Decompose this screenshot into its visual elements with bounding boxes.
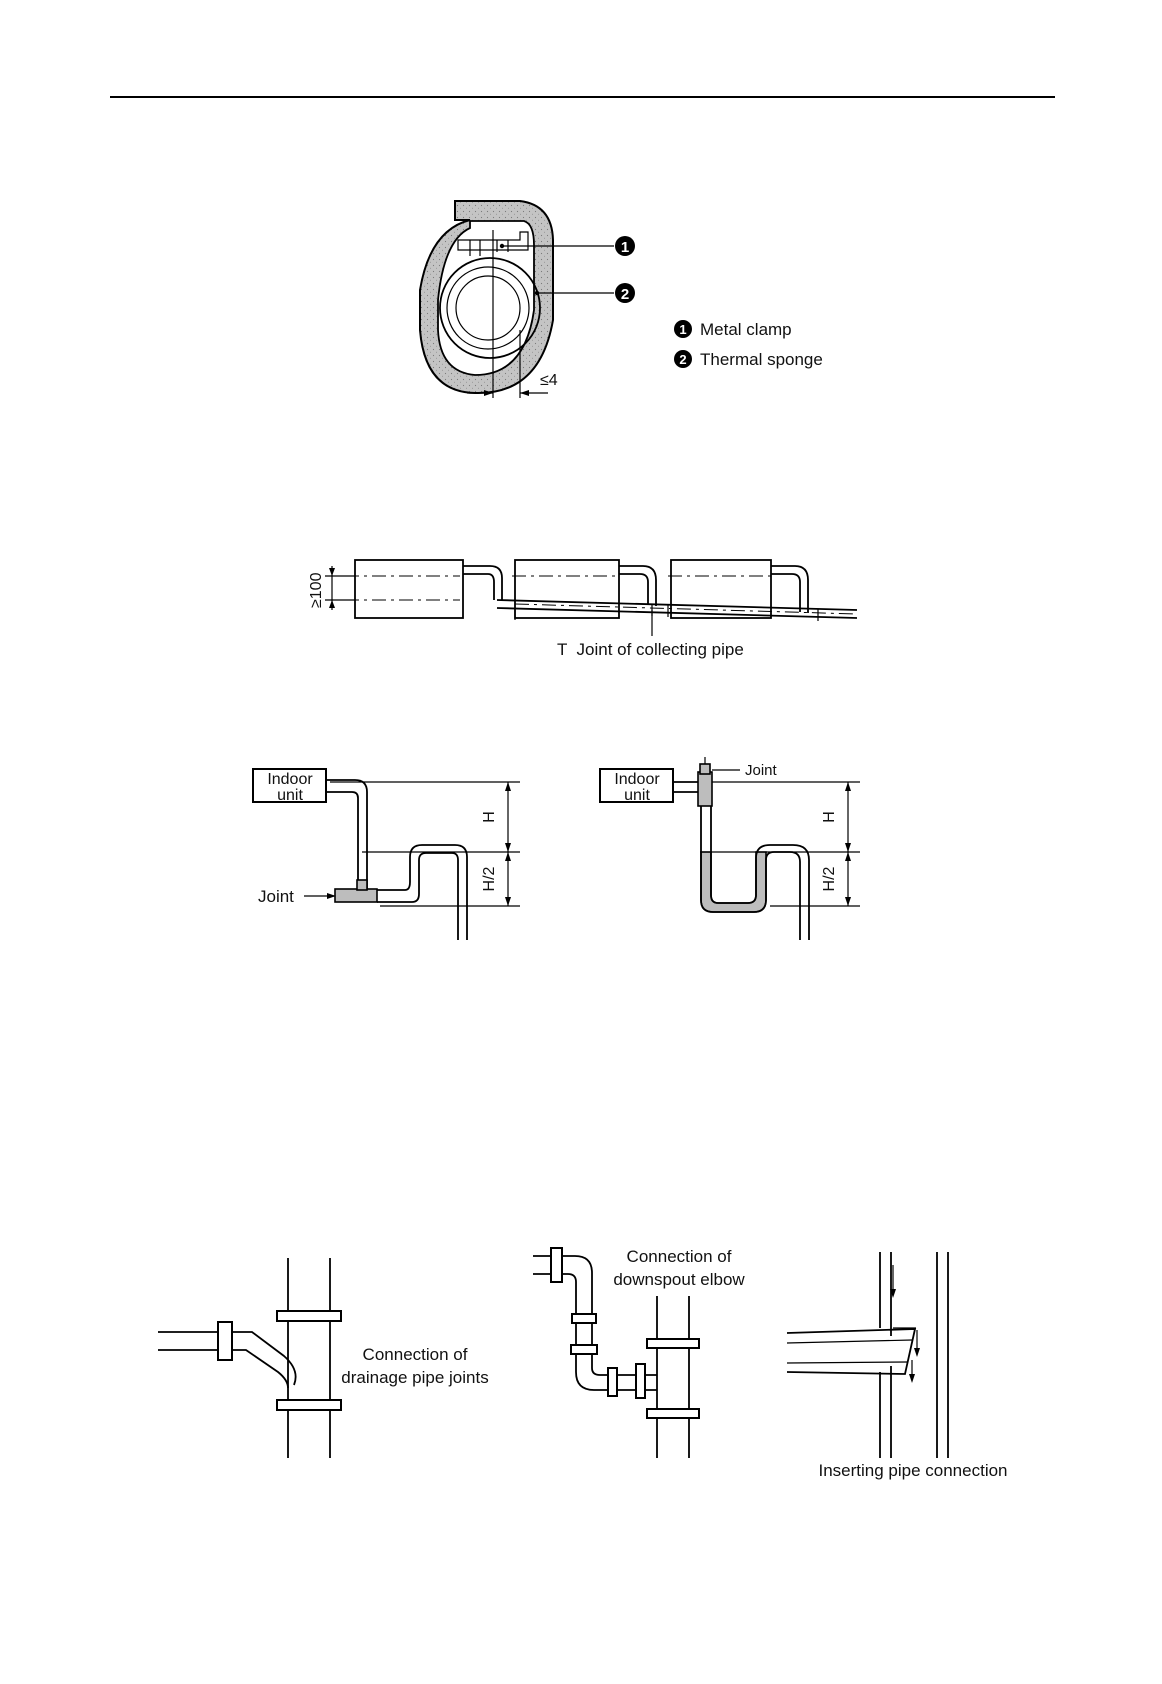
downspout-label-line1: Connection of (627, 1247, 732, 1266)
left-joint-label: Joint (258, 887, 294, 906)
left-dim-h: H (481, 811, 498, 823)
collecting-height-dim: ≥100 (308, 572, 325, 608)
upper-flange (277, 1311, 341, 1321)
legend-2-number: 2 (679, 352, 686, 367)
right-joint-tee (698, 772, 712, 806)
collecting-joint-label: T Joint of collecting pipe (557, 640, 744, 659)
downspout-elbow-figure: Connection of downspout elbow (533, 1247, 745, 1458)
legend-thermal-sponge: Thermal sponge (700, 350, 823, 369)
side-coupling (218, 1322, 232, 1360)
clamp-dimension-label: ≤4 (540, 372, 558, 389)
lower-flange (277, 1400, 341, 1410)
legend-metal-clamp: Metal clamp (700, 320, 792, 339)
trap-figure-left: Indoor unit H H/2 Joint (253, 769, 520, 940)
collecting-pipe-bottom (497, 608, 857, 618)
downspout-label-line2: downspout elbow (613, 1270, 745, 1289)
left-dim-h2: H/2 (481, 866, 498, 891)
drainage-label-line2: drainage pipe joints (341, 1368, 488, 1387)
collecting-pipe-figure: ≥100 T Joint of collecting pipe (308, 560, 857, 659)
drainage-joint-figure: Connection of drainage pipe joints (158, 1258, 489, 1458)
inserting-label: Inserting pipe connection (818, 1461, 1007, 1480)
right-unit-line2: unit (624, 787, 650, 804)
legend-1-number: 1 (679, 322, 686, 337)
left-unit-line1: Indoor (267, 771, 313, 788)
drainage-label-line1: Connection of (363, 1345, 468, 1364)
right-dim-h2: H/2 (821, 866, 838, 891)
right-unit-line1: Indoor (614, 771, 660, 788)
trap-figure-right: Indoor unit Joint H H/2 (600, 757, 860, 940)
callout-2-number: 2 (621, 286, 629, 303)
indoor-unit-box-1 (355, 560, 463, 618)
inserting-pipe-figure: Inserting pipe connection (787, 1252, 1008, 1480)
callout-1-number: 1 (621, 239, 629, 256)
right-joint-label: Joint (745, 762, 778, 779)
left-unit-line2: unit (277, 787, 303, 804)
clamp-figure: ≤4 1 2 1 Metal clamp 2 Thermal sponge (420, 201, 823, 398)
right-dim-h: H (821, 811, 838, 823)
left-joint-tee (335, 889, 377, 902)
